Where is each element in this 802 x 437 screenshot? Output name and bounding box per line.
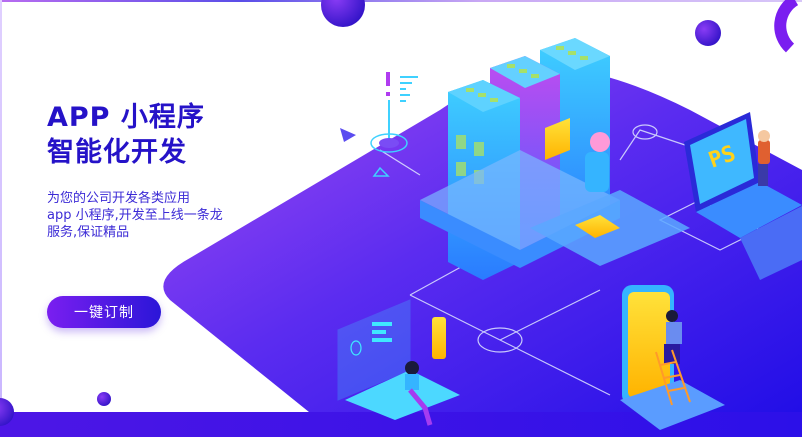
page-title: APP 小程序 智能化开发 [47,100,205,170]
description-line-2: app 小程序,开发至上线一条龙 [47,208,223,223]
hero-description: 为您的公司开发各类应用 app 小程序,开发至上线一条龙 服务,保证精品 [47,190,223,241]
headline-line-1: APP 小程序 [47,102,205,133]
top-border [0,0,802,2]
description-line-1: 为您的公司开发各类应用 [47,191,191,206]
order-now-button[interactable]: 一键订制 [47,296,161,328]
description-line-3: 服务,保证精品 [47,225,130,240]
left-border [0,0,2,437]
headline-line-2: 智能化开发 [47,137,187,168]
decor-ball-top [321,0,365,27]
